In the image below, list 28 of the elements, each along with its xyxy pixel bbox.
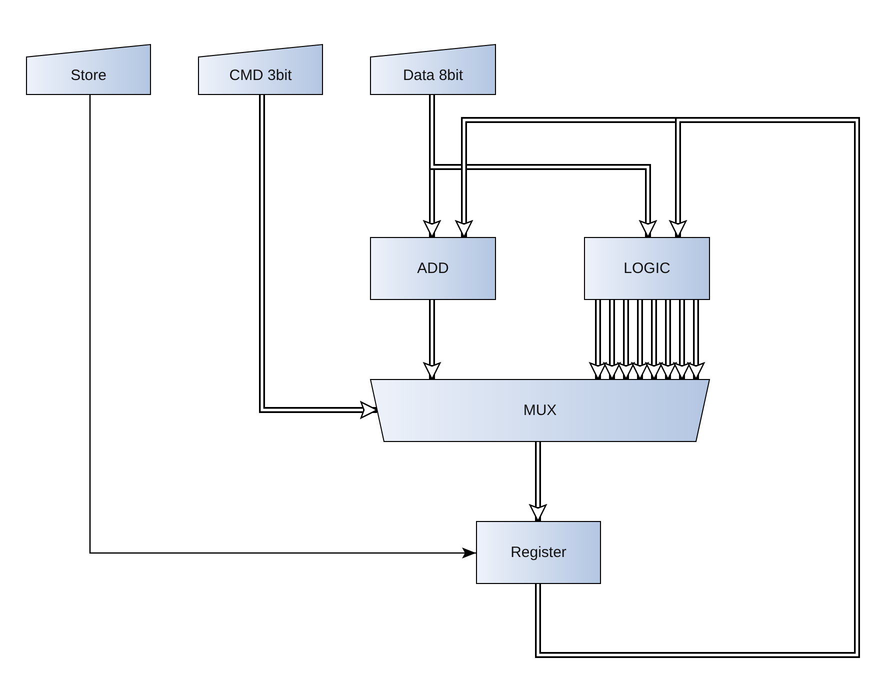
bus-arrow	[673, 300, 691, 380]
block-label: LOGIC	[624, 260, 670, 277]
process-block	[370, 237, 496, 300]
bus-arrow	[631, 300, 649, 380]
block-label: MUX	[523, 402, 557, 419]
block-label: ADD	[417, 260, 449, 277]
bus-arrow	[659, 300, 677, 380]
bus-arrow	[589, 300, 607, 380]
block-label: Data 8bit	[402, 67, 464, 84]
process-block	[584, 237, 710, 300]
bus-arrow	[429, 95, 657, 238]
input-block	[198, 44, 323, 95]
bus-arrow	[617, 300, 635, 380]
bus-arrow	[603, 300, 621, 380]
block-label: Store	[70, 67, 106, 84]
bus-arrow	[259, 95, 378, 419]
multiplexer-block	[370, 379, 710, 442]
block-label: Register	[510, 544, 566, 561]
input-block	[370, 44, 496, 95]
bus-arrow	[645, 300, 663, 380]
input-block	[26, 44, 151, 95]
bus-arrow	[423, 300, 441, 380]
block-label: CMD 3bit	[229, 67, 292, 84]
bus-arrow	[687, 300, 705, 380]
process-block	[476, 521, 601, 584]
signal-arrow	[89, 95, 476, 558]
bus-arrow	[529, 442, 547, 522]
bus-arrow	[535, 117, 860, 658]
